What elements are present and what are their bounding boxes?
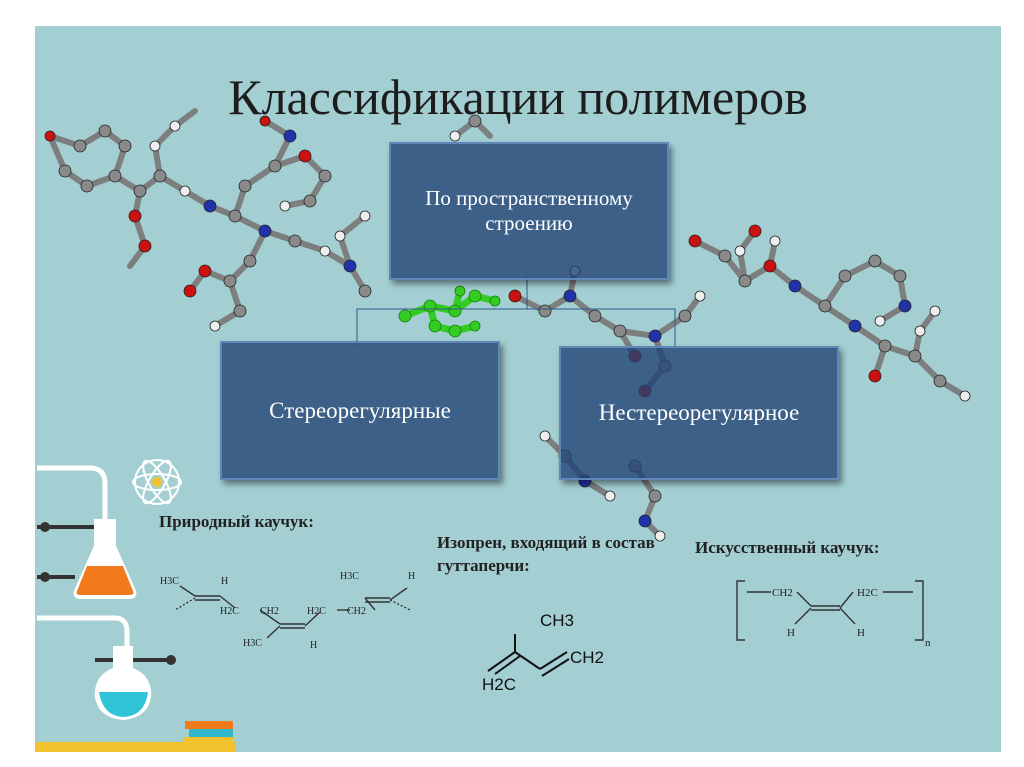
slide: Классификации полимеров По пространствен… bbox=[35, 26, 1001, 752]
classification-box-stereoregular: Стереорегулярные bbox=[220, 341, 500, 480]
lab-equipment-illustration bbox=[35, 26, 235, 752]
isoprene-label: Изопрен, входящий в состав гуттаперчи: bbox=[437, 531, 657, 577]
classification-box-spatial: По пространственному строению bbox=[389, 142, 669, 280]
natural-rubber-label: Природный каучук: bbox=[159, 512, 314, 532]
artificial-rubber-label: Искусственный каучук: bbox=[695, 538, 880, 558]
classification-box-nonstereoregular: Нестереорегулярное bbox=[559, 346, 839, 480]
